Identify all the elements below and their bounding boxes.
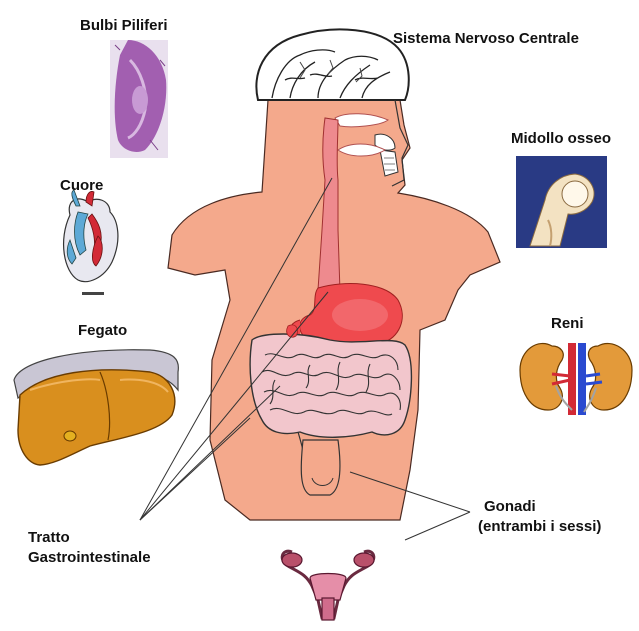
kidneys-illustration [520, 343, 632, 415]
label-midollo-osseo: Midollo osseo [511, 130, 611, 148]
label-entrambi-i-sessi: (entrambi i sessi) [478, 518, 601, 536]
bone-marrow-image [516, 156, 607, 248]
large-intestine [250, 334, 411, 437]
label-fegato: Fegato [78, 322, 127, 340]
male-gonad-outline [301, 440, 340, 495]
label-reni: Reni [551, 315, 584, 333]
label-cuore: Cuore [60, 177, 103, 195]
label-tratto: Tratto [28, 529, 70, 547]
uterus-illustration [282, 551, 374, 620]
label-bulbi-piliferi: Bulbi Piliferi [80, 17, 168, 35]
label-gonadi: Gonadi [484, 498, 536, 516]
hair-follicle-micrograph [110, 40, 168, 158]
brain-outline [256, 29, 408, 100]
label-sistema-nervoso-centrale: Sistema Nervoso Centrale [393, 30, 579, 48]
heart-illustration [64, 190, 118, 295]
brain-illustration [256, 29, 408, 100]
label-gastrointestinale: Gastrointestinale [28, 549, 151, 567]
liver-illustration [14, 350, 178, 465]
liver-shape [18, 370, 175, 465]
